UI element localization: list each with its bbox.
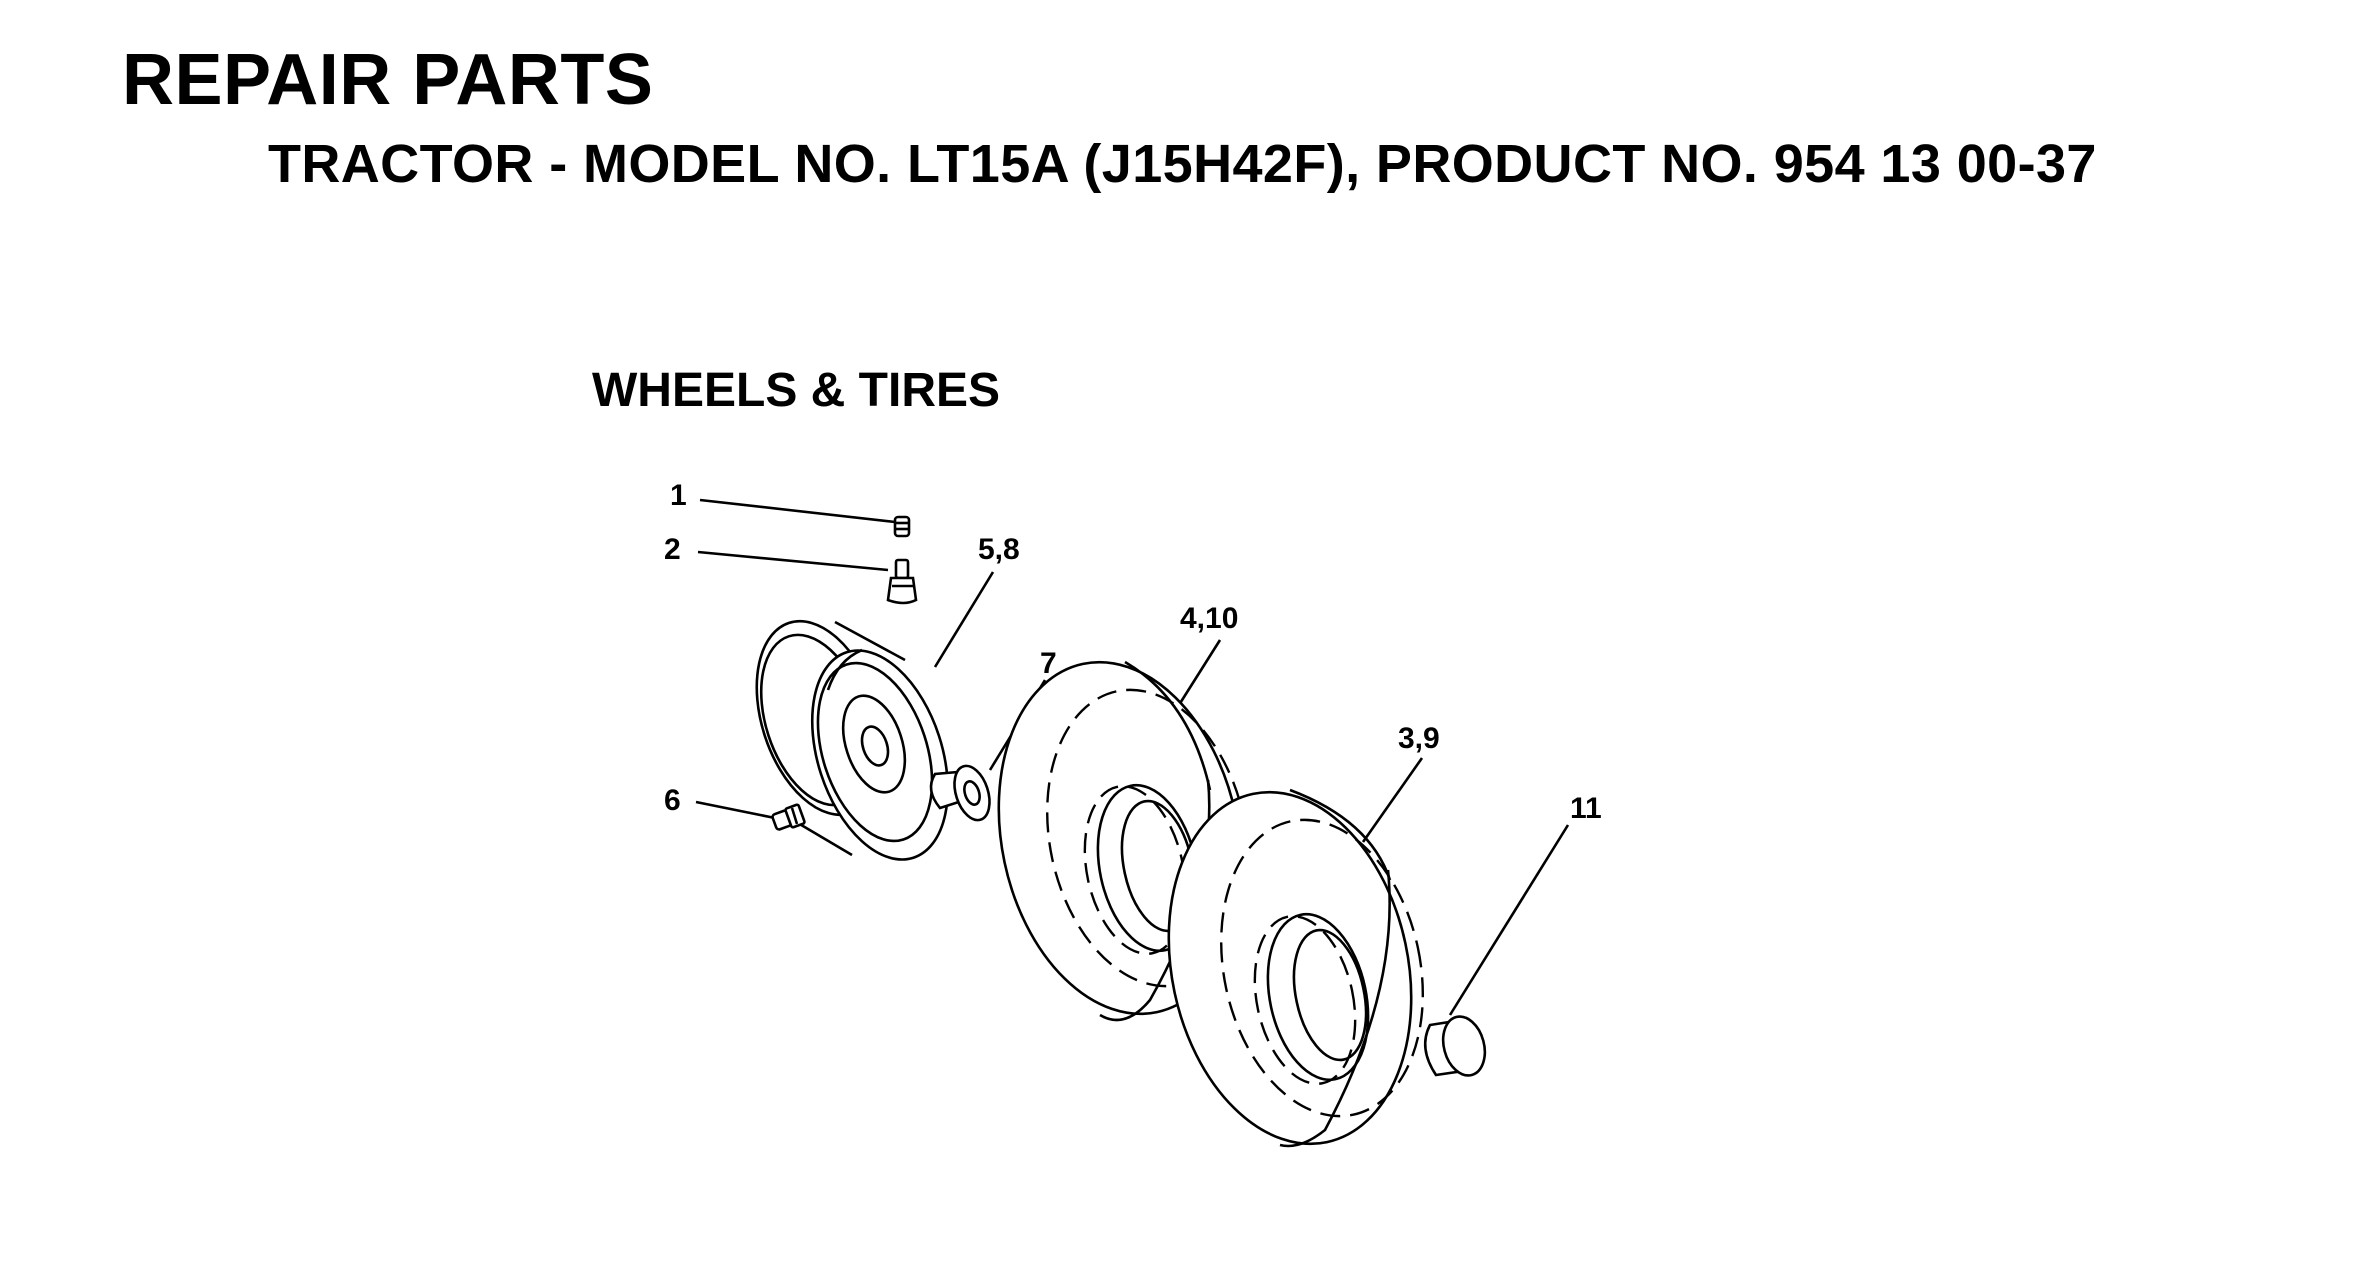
valve-stem-part — [886, 558, 918, 605]
rear-tire-part — [1167, 788, 1425, 1148]
bushing-part — [929, 764, 991, 822]
grease-fitting-part — [771, 803, 806, 831]
callout-2: 2 — [664, 533, 681, 566]
callout-7: 7 — [1040, 647, 1057, 680]
callout-5-8: 5,8 — [978, 533, 1020, 566]
section-title: WHEELS & TIRES — [592, 364, 1001, 417]
valve-cap-part — [893, 515, 911, 538]
callout-3-9: 3,9 — [1398, 722, 1440, 755]
end-cap-part — [1423, 1015, 1487, 1077]
callout-4-10: 4,10 — [1180, 602, 1238, 635]
callout-6: 6 — [664, 784, 681, 817]
model-subtitle: TRACTOR - MODEL NO. LT15A (J15H42F), PRO… — [268, 134, 2097, 194]
page-title: REPAIR PARTS — [122, 40, 654, 120]
callout-1: 1 — [670, 479, 687, 512]
wheel-rim-part — [755, 619, 950, 861]
callout-11: 11 — [1570, 792, 1602, 825]
